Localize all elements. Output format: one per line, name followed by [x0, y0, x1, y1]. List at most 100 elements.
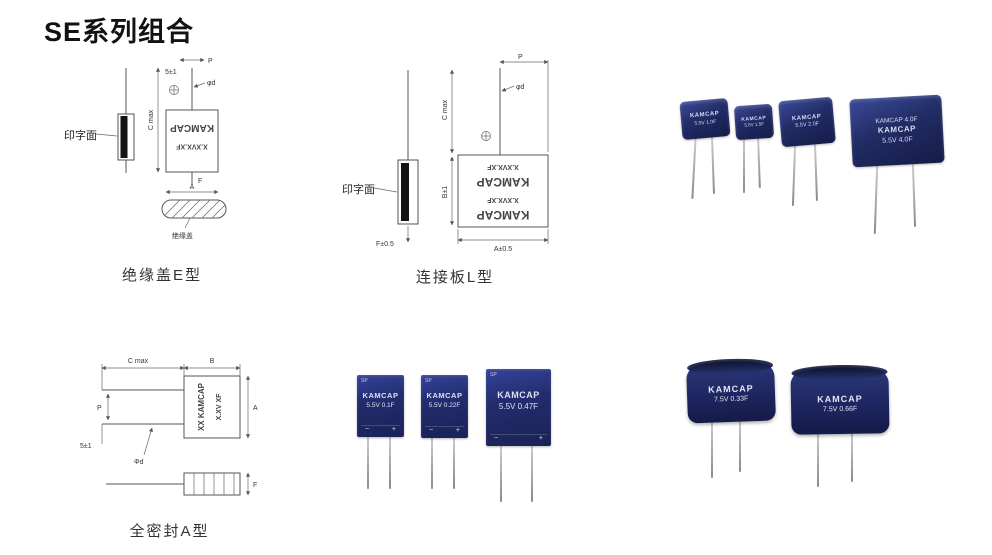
l-print-face-label: 印字面	[342, 182, 375, 196]
capacitor-spec: 5.5V 0.1F	[366, 402, 395, 409]
capacitor-spec: 5.5V 1.5F	[744, 121, 765, 128]
rect-capacitor: SP KAMCAP 5.5V 0.1F − +	[357, 375, 404, 437]
capacitor-lead	[851, 432, 853, 482]
caption-e-type: 绝缘盖E型	[121, 267, 202, 284]
e-dim-phi: φd	[207, 80, 216, 87]
a-dim-tol: 5±1	[80, 443, 92, 450]
negative-mark: −	[494, 435, 499, 442]
capacitor-lead	[911, 163, 917, 228]
l-dim-phi: φd	[516, 84, 525, 91]
rect-capacitor: SP KAMCAP 5.5V 0.47F − +	[486, 369, 551, 446]
positive-mark: +	[538, 435, 543, 442]
a-type-side-view: F	[106, 472, 257, 496]
capacitor-top-seal	[791, 364, 888, 381]
capacitor-lead	[367, 436, 369, 489]
a-type-dimension-view: C max B XX KAMCAP X.XV XF P 5±1 Φd A	[80, 358, 258, 466]
capacitor-series-tag: SP	[490, 372, 497, 378]
e-type-capacitor-side-view	[117, 68, 135, 173]
e-dim-tol: 5±1	[165, 69, 177, 76]
capacitor-brand: KAMCAP	[426, 391, 463, 400]
capacitor-lead	[531, 445, 533, 502]
a-dim-cmax: C max	[128, 358, 149, 365]
capacitor-lead	[711, 136, 715, 195]
capacitor-lead	[453, 437, 455, 489]
l-marking-spec-2: X.XVX.XF	[487, 196, 519, 203]
photo-rect-capacitors: SP KAMCAP 5.5V 0.1F − + SP KAMCAP 5.5V 0…	[345, 360, 580, 510]
e-type-dimension-view: P 5±1 φd KAMCAP X.XVX.XF C max F A	[148, 57, 219, 195]
e-dim-p: P	[208, 58, 213, 65]
coin-capacitor: KAMCAP 5.5V 2.0F	[778, 96, 836, 148]
a-dim-p: P	[97, 405, 102, 412]
capacitor-spec: 5.5V 2.0F	[795, 121, 820, 130]
l-dim-p: P	[518, 54, 523, 61]
leader-line	[373, 187, 398, 193]
rect-capacitor: SP KAMCAP 5.5V 0.22F − +	[421, 375, 468, 438]
capacitor-spec: 5.5V 0.22F	[428, 402, 461, 409]
capacitor-spec: 7.5V 0.66F	[822, 405, 858, 414]
coin-capacitor: KAMCAP 5.5V 1.5F	[733, 103, 775, 141]
drawing-l-type: 印字面 F±0.5 P φd X.XVX.XF KAMCAP X.XVX.XF	[340, 52, 570, 262]
drawing-e-type: 印字面 P 5±1 φd KAMCAP X.XVX.XF C max	[62, 52, 262, 244]
capacitor-brand: KAMCAP	[817, 393, 863, 405]
coin-capacitor: KAMCAP 4.0F KAMCAP 5.5V 4.0F	[849, 94, 945, 168]
capacitor-lead	[757, 137, 761, 189]
capacitor-lead	[873, 163, 879, 235]
capacitor-spec: 5.5V 0.47F	[498, 402, 539, 411]
capacitor-top-seal	[686, 357, 774, 376]
drawing-a-type: C max B XX KAMCAP X.XV XF P 5±1 Φd A	[72, 350, 267, 512]
l-dim-b: B±1	[442, 186, 449, 199]
photo-coin-capacitors: KAMCAP 5.5V 1.0F KAMCAP 5.5V 1.5F KAMCAP…	[655, 85, 960, 240]
weld-point-symbol	[169, 85, 179, 95]
l-dim-f: F±0.5	[376, 241, 394, 248]
caption-a-type: 全密封A型	[129, 523, 210, 540]
capacitor-spec: 5.5V 1.0F	[694, 118, 717, 127]
a-dim-f: F	[253, 482, 257, 489]
l-type-capacitor-side-view	[397, 70, 419, 225]
capacitor-brand: KAMCAP	[362, 391, 399, 400]
capacitor-lead	[817, 432, 819, 487]
negative-mark: −	[429, 427, 434, 434]
l-marking-brand-2: KAMCAP	[477, 208, 530, 222]
hatch-lines	[162, 200, 226, 218]
capacitor-brand: KAMCAP	[707, 383, 754, 395]
l-type-board-dimension-view: P φd X.XVX.XF KAMCAP X.XVX.XF KAMCAP C m…	[442, 54, 549, 253]
capacitor-series-tag: SP	[361, 378, 368, 384]
capacitor-lead	[743, 138, 745, 193]
l-dim-cmax: C max	[442, 99, 449, 120]
a-dim-a: A	[253, 405, 258, 412]
cylindrical-capacitor: KAMCAP 7.5V 0.33F	[686, 357, 776, 424]
capacitor-lead	[739, 420, 741, 472]
caption-l-type: 连接板L型	[415, 269, 495, 286]
negative-mark: −	[365, 426, 370, 433]
capacitor-lead	[500, 445, 502, 502]
capacitor-lead	[691, 136, 697, 200]
photo-cylindrical-capacitors: KAMCAP 7.5V 0.33F KAMCAP 7.5V 0.66F	[675, 350, 915, 500]
leader-line	[95, 133, 118, 137]
positive-mark: +	[391, 426, 396, 433]
a-marking-spec: X.XV XF	[216, 393, 223, 421]
capacitor-brand: KAMCAP	[497, 390, 540, 400]
capacitor-lead	[431, 437, 433, 489]
cylindrical-capacitor: KAMCAP 7.5V 0.66F	[790, 364, 890, 435]
capacitor-lead	[814, 143, 818, 202]
capacitor-lead	[389, 436, 391, 489]
positive-mark: +	[455, 427, 460, 434]
capacitor-lead	[791, 143, 797, 207]
l-marking-brand-1: KAMCAP	[477, 175, 530, 189]
e-dim-cmax: C max	[148, 109, 155, 130]
e-marking-spec: X.XVX.XF	[176, 143, 208, 150]
e-print-face-label: 印字面	[64, 128, 97, 142]
capacitor-spec: 5.5V 4.0F	[882, 136, 913, 145]
e-type-insulation-cover-view: 绝缘盖	[161, 199, 227, 240]
weld-point-symbol	[481, 131, 491, 141]
a-dim-phi: Φd	[134, 459, 144, 466]
e-dim-f: F	[198, 178, 202, 185]
coin-capacitor: KAMCAP 5.5V 1.0F	[679, 97, 731, 141]
a-dim-b: B	[210, 358, 215, 365]
l-marking-spec-1: X.XVX.XF	[487, 163, 519, 170]
e-dim-a: A	[190, 184, 195, 191]
capacitor-lead	[711, 420, 713, 478]
a-marking-brand: XX KAMCAP	[197, 382, 206, 431]
e-insulation-cover-label: 绝缘盖	[172, 231, 193, 240]
